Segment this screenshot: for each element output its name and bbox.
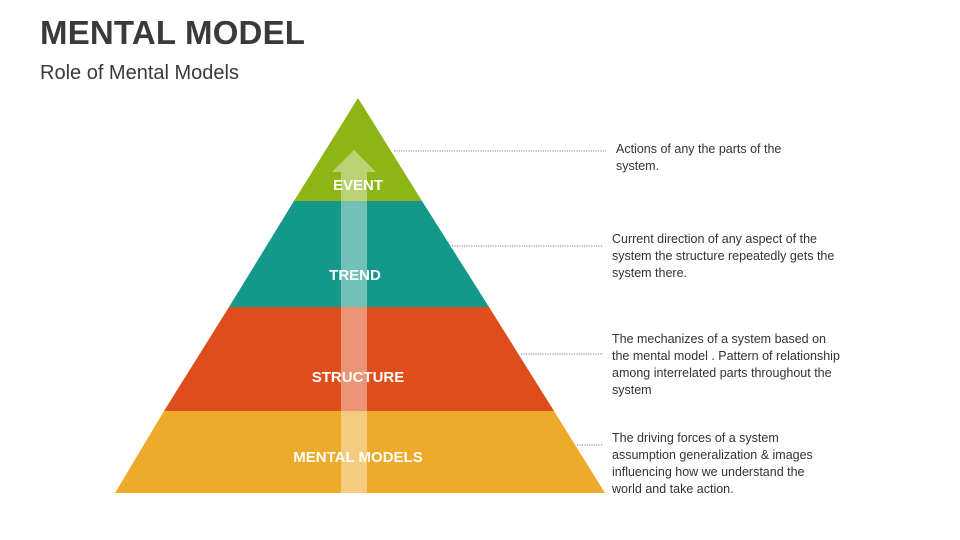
level-label-event: EVENT xyxy=(333,177,383,194)
pyramid-level-trend xyxy=(229,201,489,307)
description-structure: The mechanizes of a system based on the … xyxy=(612,332,840,397)
level-label-structure: STRUCTURE xyxy=(312,369,405,386)
upward-arrow-icon xyxy=(332,150,376,493)
slide-subtitle: Role of Mental Models xyxy=(40,62,239,84)
slide-title: MENTAL MODEL xyxy=(40,14,306,51)
pyramid-level-mental-models xyxy=(115,411,605,493)
pyramid-level-event xyxy=(294,98,422,201)
level-label-mental-models: MENTAL MODELS xyxy=(293,449,422,466)
description-mental-models: The driving forces of a system assumptio… xyxy=(612,431,813,496)
pyramid-level-structure xyxy=(164,307,554,411)
description-trend: Current direction of any aspect of the s… xyxy=(612,232,835,280)
description-event: Actions of any the parts of the system. xyxy=(616,142,782,173)
level-label-trend: TREND xyxy=(329,267,381,284)
